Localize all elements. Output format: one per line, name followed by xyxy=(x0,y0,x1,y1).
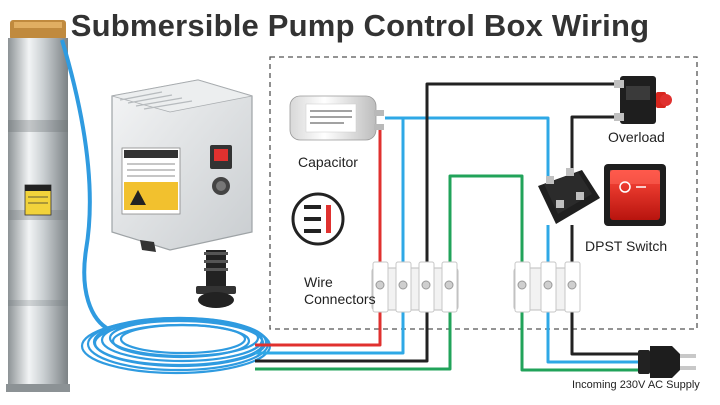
rocker-switch-icon xyxy=(538,168,600,224)
wire-connectors-label: Wire Connectors xyxy=(304,274,376,308)
wiring xyxy=(255,82,640,372)
wire-supply-black xyxy=(570,305,640,356)
submersible-pump-icon xyxy=(6,20,70,392)
power-plug-icon xyxy=(638,346,696,378)
wire-supply-green xyxy=(520,305,640,372)
wire-connector-block-right xyxy=(513,261,581,313)
incoming-supply-label: Incoming 230V AC Supply xyxy=(572,379,700,391)
control-box-boundary xyxy=(269,56,698,330)
dpst-switch-photo-icon xyxy=(604,164,666,226)
wire-green xyxy=(255,174,524,371)
capacitor-icon xyxy=(289,95,384,141)
overload-breaker-icon xyxy=(614,76,672,124)
wire-red xyxy=(255,128,382,347)
page-title: Submersible Pump Control Box Wiring xyxy=(70,8,650,43)
ei-logo-icon xyxy=(291,192,345,246)
wire-connector-block-left xyxy=(371,261,459,313)
pump-cable xyxy=(60,39,112,332)
wire-blue-to-switch xyxy=(403,116,550,182)
control-box-icon xyxy=(111,79,253,252)
wire-connectors-label-line2: Connectors xyxy=(304,291,376,307)
wire-connectors-label-line1: Wire xyxy=(304,274,333,290)
wire-black-ovl-switch xyxy=(570,115,620,182)
cable-gland-icon xyxy=(196,250,236,308)
wire-black xyxy=(255,82,620,363)
overload-label: Overload xyxy=(608,129,665,145)
capacitor-label: Capacitor xyxy=(298,154,358,170)
cable-coil xyxy=(80,316,272,375)
wire-supply-blue xyxy=(546,305,640,364)
dpst-switch-label: DPST Switch xyxy=(585,238,668,254)
